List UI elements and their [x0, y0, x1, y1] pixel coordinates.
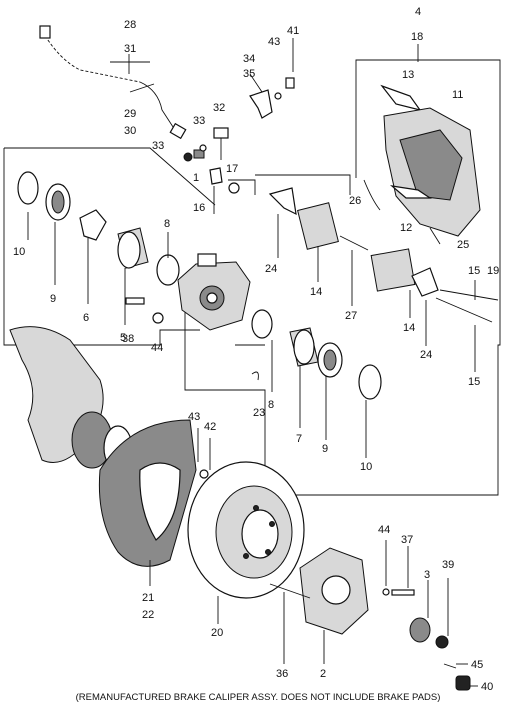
- callout-7: 7: [296, 433, 302, 445]
- callout-6: 6: [83, 312, 89, 324]
- callout-22: 22: [142, 609, 154, 621]
- bracket-hardware-top: [199, 77, 295, 214]
- callout-2: 2: [320, 668, 326, 680]
- callout-33-a: 33: [193, 115, 205, 127]
- brake-hose: [39, 25, 205, 162]
- callout-43-top: 43: [268, 36, 280, 48]
- callout-1: 1: [193, 172, 199, 184]
- callout-13: 13: [402, 69, 414, 81]
- callout-15-top: 15: [468, 265, 480, 277]
- callout-34: 34: [243, 53, 255, 65]
- callout-27: 27: [345, 310, 357, 322]
- callout-9-left: 9: [50, 293, 56, 305]
- callout-32: 32: [213, 102, 225, 114]
- callout-labels: 28 31 29 30 41 43 34 35 32 33 33 4 18 13…: [13, 6, 499, 693]
- callout-8-bottom: 8: [268, 399, 274, 411]
- callout-12: 12: [400, 222, 412, 234]
- callout-3: 3: [424, 569, 430, 581]
- callout-38: 38: [122, 333, 134, 345]
- callout-37: 37: [401, 534, 413, 546]
- splash-shield: [98, 419, 209, 567]
- callout-26: 26: [349, 195, 361, 207]
- callout-21: 21: [142, 592, 154, 604]
- caliper-body: [125, 253, 251, 331]
- callout-18: 18: [411, 31, 423, 43]
- callout-15-bottom: 15: [468, 376, 480, 388]
- callout-45: 45: [471, 659, 483, 671]
- callout-11: 11: [452, 89, 463, 101]
- callout-24-right: 24: [420, 349, 432, 361]
- callout-14-left: 14: [310, 286, 322, 298]
- callout-9-right: 9: [322, 443, 328, 455]
- callout-25: 25: [457, 239, 469, 251]
- callout-44-right: 44: [378, 524, 390, 536]
- wheel-hub: [269, 547, 471, 691]
- callout-16: 16: [193, 202, 205, 214]
- callout-30: 30: [124, 125, 136, 137]
- group-frames: [3, 59, 501, 496]
- callout-23: 23: [253, 407, 265, 419]
- callout-42: 42: [204, 421, 216, 433]
- callout-36: 36: [276, 668, 288, 680]
- caliper-seal-parts-left: [17, 171, 180, 286]
- brake-rotor: [187, 461, 305, 599]
- callout-17: 17: [226, 163, 238, 175]
- steering-knuckle: [9, 326, 133, 471]
- callout-31: 31: [124, 43, 136, 55]
- callout-43-mid: 43: [188, 411, 200, 423]
- callout-40: 40: [481, 681, 493, 693]
- callout-39: 39: [442, 559, 454, 571]
- callout-44-left: 44: [151, 342, 163, 354]
- callout-33-b: 33: [152, 140, 164, 152]
- callout-29: 29: [124, 108, 136, 120]
- footnote: (REMANUFACTURED BRAKE CALIPER ASSY. DOES…: [76, 692, 441, 703]
- leader-lines: [27, 38, 478, 687]
- callout-28: 28: [124, 19, 136, 31]
- callout-8-top: 8: [164, 218, 170, 230]
- callout-24-left: 24: [265, 263, 277, 275]
- callout-10-left: 10: [13, 246, 25, 258]
- callout-10-right: 10: [360, 461, 372, 473]
- callout-20: 20: [211, 627, 223, 639]
- callout-41: 41: [287, 25, 299, 37]
- callout-14-right: 14: [403, 322, 415, 334]
- callout-35: 35: [243, 68, 255, 80]
- brake-pads-and-shims: [268, 84, 499, 323]
- callout-4: 4: [415, 6, 421, 18]
- callout-19: 19: [487, 265, 499, 277]
- caliper-seal-parts-right: [251, 309, 382, 400]
- callout-5: 5: [120, 332, 126, 344]
